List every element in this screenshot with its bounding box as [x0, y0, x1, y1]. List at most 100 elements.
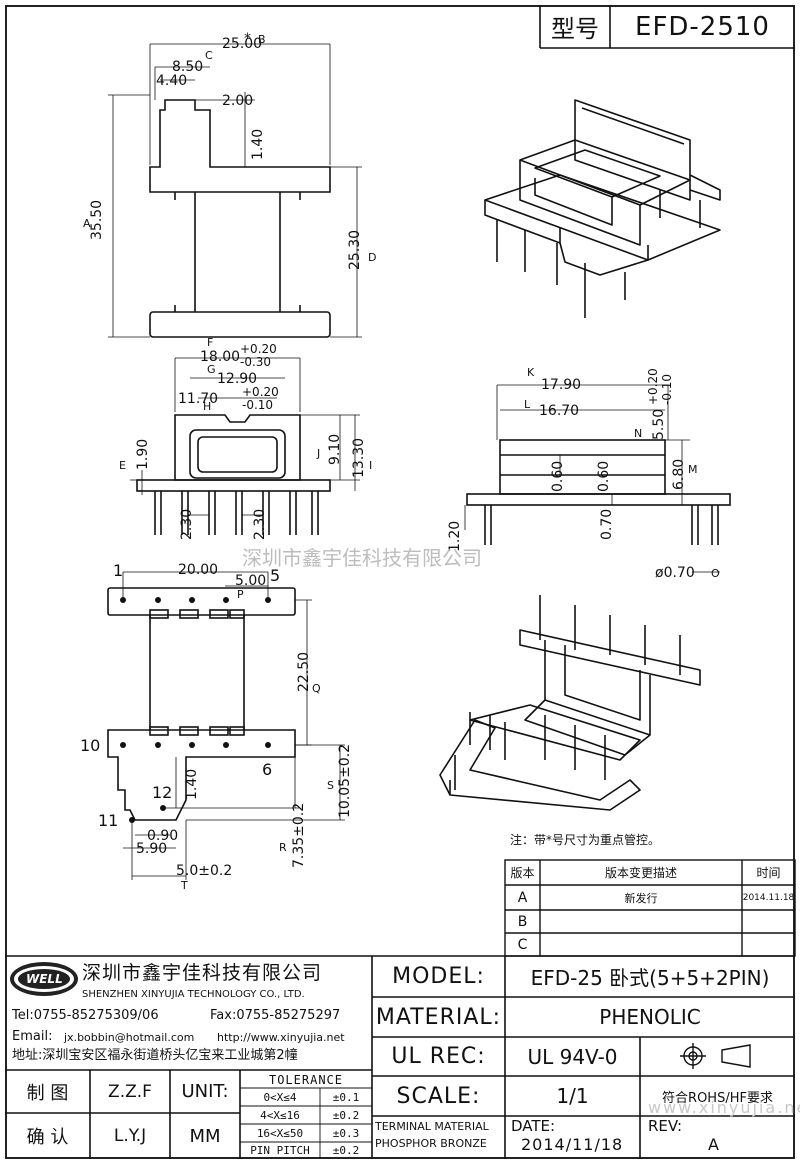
dim-marker-e: E	[119, 459, 126, 472]
dim-width-total: 25.00	[222, 36, 263, 52]
projection-symbol-icon	[680, 1043, 751, 1069]
dim-140-b: 1.40	[184, 768, 200, 800]
dim-marker-b: B	[258, 33, 266, 46]
company-address: 地址:深圳宝安区福永街道桥头亿宝来工业城第2幢	[12, 1048, 298, 1063]
type-label: 型号	[551, 15, 599, 43]
terminal-material-label: TERMINAL MATERIAL	[375, 1120, 489, 1133]
pin-1-label: 1	[113, 561, 124, 580]
dim-marker-g: G	[207, 363, 216, 376]
rohs-compliance: 符合ROHS/HF要求	[662, 1090, 773, 1106]
date-value: 2014/11/18	[521, 1135, 624, 1154]
dim-1290: 12.90	[217, 371, 258, 387]
dim-marker-d: D	[368, 251, 377, 264]
tolerance-value: ±0.3	[332, 1126, 360, 1140]
dim-1170-tol-minus: -0.10	[242, 398, 274, 412]
scale-value: 1/1	[556, 1084, 589, 1108]
pin-11-label: 11	[98, 811, 119, 830]
company-logo-icon	[10, 962, 78, 996]
dim-2000: 20.00	[178, 562, 219, 578]
dim-1330: 13.30	[351, 437, 367, 478]
dim-2250: 22.50	[296, 651, 312, 692]
dim-marker-m: M	[688, 463, 698, 476]
company-email: jx.bobbin@hotmail.com	[64, 1031, 195, 1044]
tolerance-value: ±0.2	[332, 1144, 360, 1157]
pin-5-label: 5	[270, 566, 281, 585]
dim-marker-c: C	[205, 49, 213, 62]
tolerance-title: TOLERANCE	[268, 1072, 344, 1087]
rev-value: A	[708, 1135, 719, 1154]
tolerance-range: 16<X≤50	[256, 1126, 304, 1140]
dim-marker-n: N	[634, 427, 643, 440]
dim-marker-j: J	[317, 447, 321, 460]
dim-1005: 10.05±0.2	[337, 743, 353, 818]
dim-marker-q: Q	[312, 682, 321, 695]
company-email-label: Email:	[12, 1029, 53, 1044]
rev-header-date: 时间	[756, 866, 781, 880]
model-value: EFD-25 卧式(5+5+2PIN)	[530, 966, 770, 990]
dim-550-tol-minus: -0.10	[660, 373, 674, 405]
dim-marker-o: O	[711, 567, 720, 580]
watermark: 深圳市鑫宇佳科技有限公司	[242, 546, 482, 570]
rev-row-desc: 新发行	[624, 891, 658, 905]
rev-label: REV:	[648, 1117, 682, 1135]
dim-marker-r: R	[279, 841, 287, 854]
dim-1800: 18.00	[200, 349, 241, 365]
tolerance-range: PIN PITCH	[250, 1144, 310, 1157]
dim-marker-k: K	[527, 366, 535, 379]
drawing-sheet	[5, 5, 795, 1159]
dim-1670: 16.70	[539, 403, 580, 419]
check-by: L.Y.J	[113, 1126, 147, 1146]
dim-550-tol-plus: +0.20	[646, 368, 660, 405]
tolerance-value: ±0.2	[332, 1108, 360, 1122]
unit-label: UNIT:	[181, 1081, 229, 1102]
dim-marker-t: T	[181, 879, 188, 892]
pin-12-label: 12	[152, 783, 173, 802]
pin-6-label: 6	[262, 760, 273, 779]
drawn-label: 制 图	[26, 1082, 69, 1104]
dim-2530: 25.30	[347, 229, 363, 270]
company-name-en: SHENZHEN XINYUJIA TECHNOLOGY CO., LTD.	[82, 989, 305, 1000]
dim-910: 9.10	[327, 433, 343, 465]
dim-680: 6.80	[671, 458, 687, 490]
key-dimension-note: 注：带*号尺寸为重点管控。	[510, 833, 661, 847]
part-code: EFD-2510	[635, 11, 770, 42]
check-label: 确 认	[26, 1127, 69, 1148]
dim-590: 5.90	[136, 841, 168, 857]
dim-1790: 17.90	[541, 377, 582, 393]
company-name-cn: 深圳市鑫宇佳科技有限公司	[82, 962, 323, 984]
dim-marker-i: I	[369, 459, 373, 472]
rev-header-desc: 版本变更描述	[604, 866, 677, 880]
logo-text: WELL	[26, 972, 63, 986]
dim-850: 8.50	[172, 59, 204, 75]
material-label: MATERIAL:	[375, 1004, 502, 1030]
rev-row-version: A	[517, 889, 528, 906]
rev-row-version: B	[517, 913, 528, 930]
dim-1800-tol-minus: -0.30	[240, 355, 272, 369]
dim-marker-f: F	[207, 336, 214, 349]
dim-230-a: 2.30	[179, 508, 195, 540]
tolerance-range: 0<X≤4	[263, 1090, 297, 1104]
model-label: MODEL:	[392, 964, 485, 989]
dim-1170: 11.70	[178, 391, 219, 407]
dim-140: 1.40	[250, 128, 266, 160]
date-label: DATE:	[511, 1117, 556, 1135]
pin-10-label: 10	[80, 736, 101, 755]
dim-1170-tol-plus: +0.20	[242, 385, 279, 399]
company-website: http://www.xinyujia.net	[217, 1031, 345, 1044]
dim-50-tol: 5.0±0.2	[176, 863, 233, 879]
dim-090: 0.90	[147, 828, 179, 844]
watermark-url: www.xinyujia.net	[648, 1098, 800, 1117]
company-tel: Tel:0755-85275309/06	[12, 1008, 159, 1023]
scale-label: SCALE:	[396, 1083, 481, 1109]
unit-value: MM	[189, 1125, 221, 1147]
ulrec-label: UL REC:	[391, 1044, 486, 1069]
dim-marker-star: *	[244, 31, 251, 47]
drawn-by: Z.Z.F	[108, 1081, 152, 1102]
dim-marker-a: A	[83, 217, 91, 230]
dim-1800-tol-plus: +0.20	[240, 342, 277, 356]
rev-row-date: 2014.11.18	[742, 892, 795, 903]
dim-060-a: 0.60	[550, 460, 566, 492]
rev-row-version: C	[517, 936, 528, 953]
dim-070: 0.70	[599, 508, 615, 540]
